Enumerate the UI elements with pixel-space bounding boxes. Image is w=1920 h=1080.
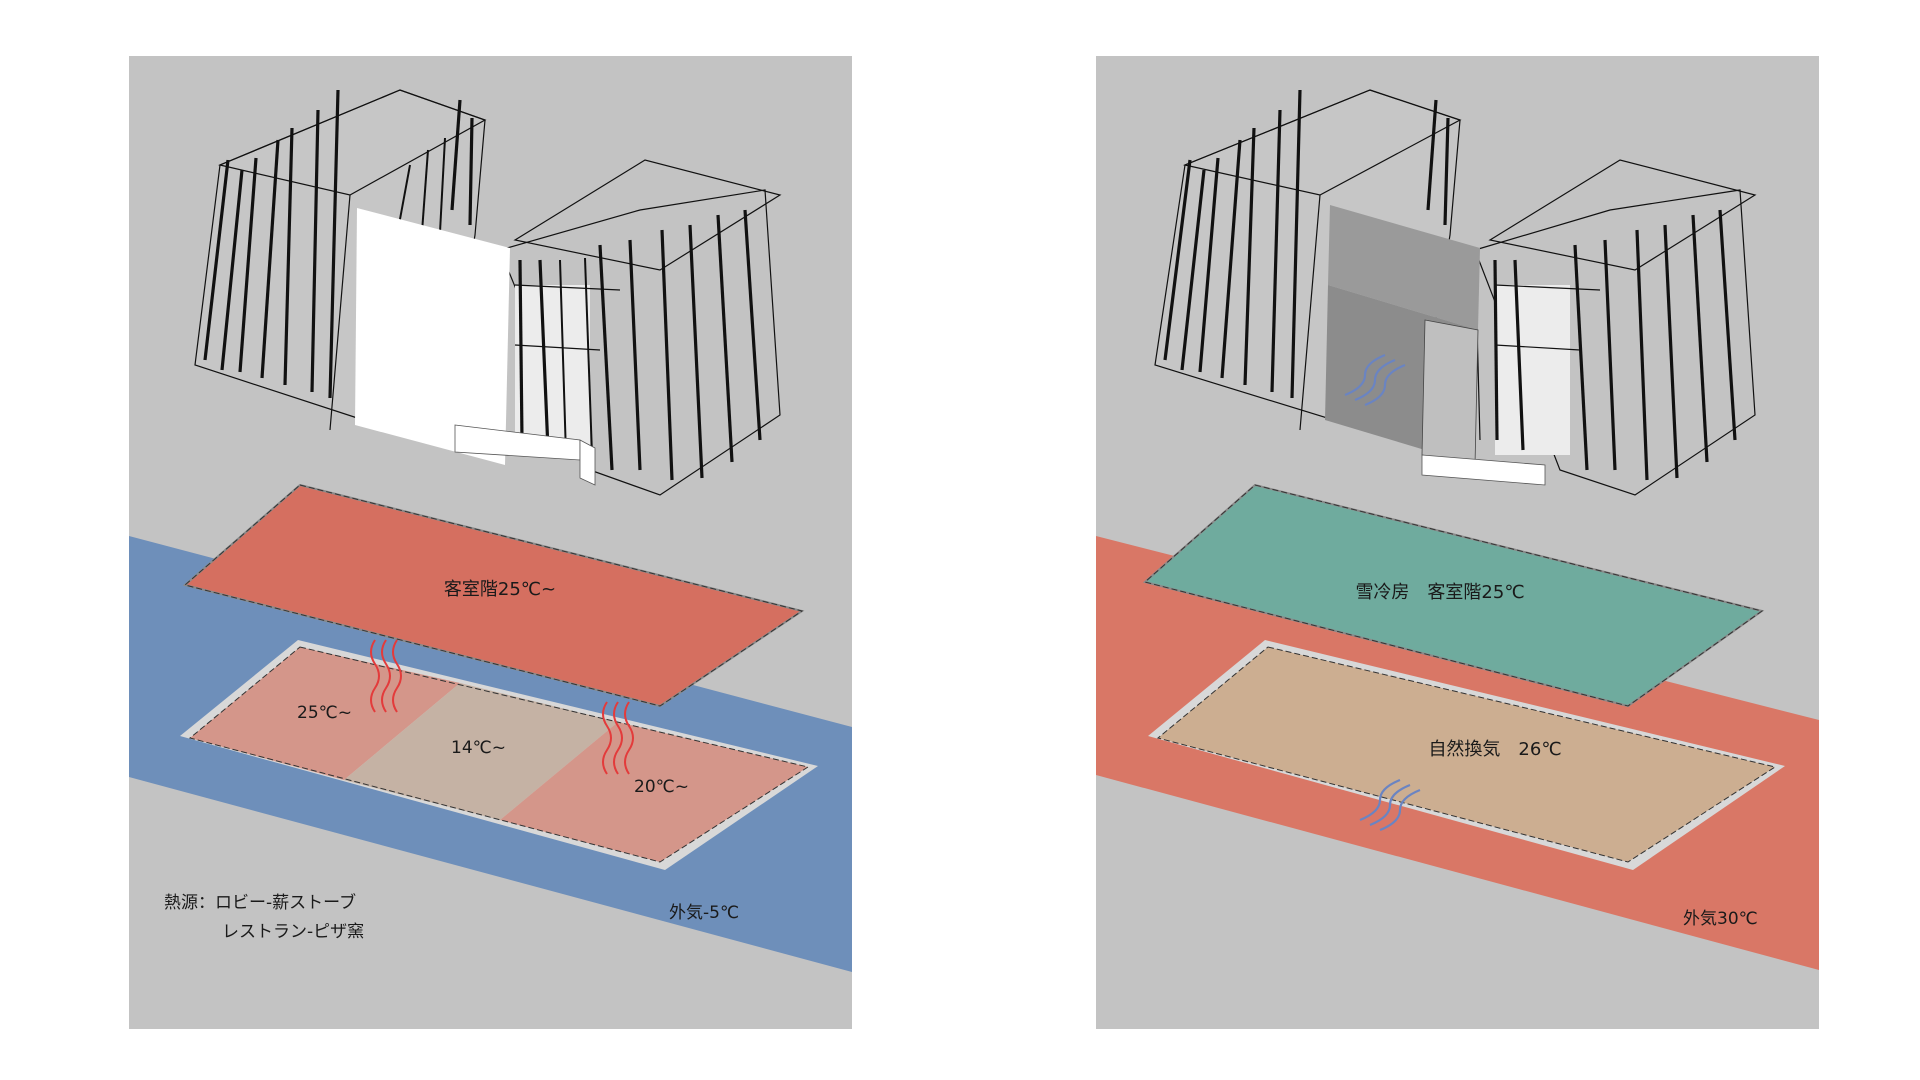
winter-panel: 客室階25℃~ 25℃~ 14℃~ 20℃~ 熱源：ロビー-薪ストーブ レストラ…	[129, 56, 852, 1029]
heat-wave-icon	[370, 639, 402, 713]
winter-zone-left	[190, 647, 460, 780]
heat-source-line-2: レストラン-ピザ窯	[222, 922, 364, 942]
winter-zone-middle-label: 14℃~	[451, 738, 506, 758]
summer-ground-floor-outline	[1156, 646, 1777, 863]
summer-outside-temp-label: 外気30℃	[1683, 909, 1758, 929]
winter-building	[194, 89, 782, 496]
summer-panel: 雪冷房 客室階25℃ 自然換気 26℃ 外気30℃	[1096, 56, 1819, 1029]
cool-wave-icon	[1359, 778, 1421, 832]
winter-ground-floor-outline	[188, 646, 810, 863]
summer-guest-floor-outline	[1143, 484, 1764, 707]
winter-zone-right-label: 20℃~	[634, 777, 689, 797]
winter-guest-floor-outline	[183, 484, 804, 707]
heat-wave-icon	[602, 701, 634, 775]
winter-outside-temp-label: 外気-5℃	[669, 903, 739, 923]
heat-source-line-1: 熱源：ロビー-薪ストーブ	[164, 892, 356, 913]
summer-guest-floor-label: 雪冷房 客室階25℃	[1355, 582, 1524, 603]
cool-wave-icon	[1344, 353, 1406, 407]
winter-zone-right	[500, 722, 808, 862]
winter-zone-left-label: 25℃~	[297, 703, 352, 723]
summer-ground-floor-label: 自然換気 26℃	[1428, 739, 1561, 760]
winter-guest-floor-label: 客室階25℃~	[444, 579, 556, 600]
summer-ground-floor	[1158, 647, 1775, 862]
winter-zone-middle	[344, 683, 618, 820]
